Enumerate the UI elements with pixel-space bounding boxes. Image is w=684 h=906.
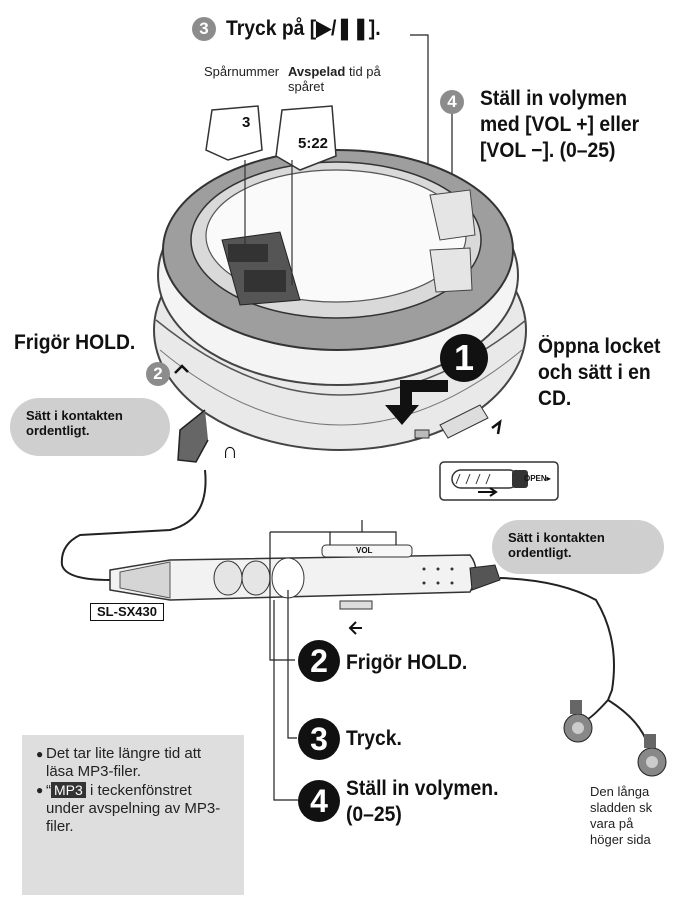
step-4-remote-line-1: Ställ in volymen.	[346, 777, 499, 800]
step-4-top-number: 4	[440, 90, 464, 114]
callout-right-line-2: ordentligt.	[508, 545, 572, 560]
earphone-note-line-1: Den långa	[590, 784, 650, 799]
elapsed-time-display: 5:22	[298, 135, 329, 152]
bullet-icon: ●	[36, 747, 44, 761]
step-1-line-1: Öppna locket	[538, 335, 661, 358]
step-2-left-number: 2	[146, 362, 170, 386]
track-number-label: Spårnummer	[204, 64, 280, 79]
bullet-icon: ●	[36, 783, 44, 797]
step-4-top-line-2: med [VOL +] eller	[480, 113, 640, 136]
callout-right-connector: Sätt i kontakten ordentligt.	[492, 520, 664, 574]
callout-left-line-2: ordentligt.	[26, 423, 90, 438]
remote-control	[109, 544, 501, 635]
step-1-line-3: CD.	[538, 387, 572, 410]
note-item-1-text: Det tar lite längre tid att läsa MP3-fil…	[46, 745, 202, 780]
open-lid-arrow	[385, 380, 448, 425]
step-3-remote-text: Tryck.	[346, 727, 402, 750]
elapsed-time-label-line2: spåret	[288, 79, 325, 94]
release-hold-left-text: Frigör HOLD.	[14, 331, 136, 354]
step-4-remote-text: Ställ in volymen. (0–25)	[346, 776, 498, 828]
note-item-1: ● Det tar lite längre tid att läsa MP3-f…	[36, 745, 232, 781]
open-switch-inset	[439, 461, 559, 501]
cd-player-body	[153, 149, 527, 451]
note-item-2-text: “MP3 i teckenfönstret under avspelning a…	[46, 781, 232, 836]
elapsed-time-label-bold: Avspelad	[288, 64, 346, 79]
remote-cable	[60, 409, 209, 581]
elapsed-time-label-rest: tid på	[345, 64, 381, 79]
headphone-icon: ∩	[222, 438, 238, 463]
step-3-remote-number: 3	[298, 718, 340, 760]
step-3-top-text: Tryck på [▶/❚❚].	[226, 17, 381, 40]
earphones	[499, 577, 667, 777]
elapsed-time-label: Avspelad tid på spåret	[288, 64, 408, 94]
leader-line-step3	[410, 34, 429, 195]
step-4-remote-line-2: (0–25)	[346, 803, 402, 826]
earphone-note: Den långa sladden sk vara på höger sida	[590, 784, 684, 848]
remote-model-label: SL-SX430	[90, 603, 164, 621]
mp3-indicator-tag: MP3	[51, 782, 86, 798]
note-item-2-quote: “	[46, 782, 51, 799]
step-1-number: 1	[440, 334, 488, 382]
open-switch-label: OPEN▸	[524, 474, 551, 483]
step-4-top-line-1: Ställ in volymen	[480, 87, 628, 110]
elapsed-time-callout	[275, 105, 337, 171]
note-item-2: ● “MP3 i teckenfönstret under avspelning…	[36, 781, 232, 836]
step-1-line-2: och sätt i en	[538, 361, 651, 384]
earphone-note-line-3: vara på	[590, 816, 634, 831]
track-number-display: 3	[242, 114, 251, 131]
remote-vol-label: VOL	[356, 546, 373, 555]
remote-leader-lines	[269, 520, 397, 801]
step-1-text: Öppna locket och sätt i en CD.	[538, 334, 660, 412]
earphone-note-line-2: sladden sk	[590, 800, 653, 815]
note-box: ● Det tar lite längre tid att läsa MP3-f…	[22, 735, 244, 895]
callout-right-line-1: Sätt i kontakten	[508, 530, 605, 545]
earphone-note-line-4: höger sida	[590, 832, 651, 847]
step-2-remote-number: 2	[298, 640, 340, 682]
step-4-top-text: Ställ in volymen med [VOL +] eller [VOL …	[480, 86, 639, 164]
step-4-remote-number: 4	[298, 780, 340, 822]
callout-left-line-1: Sätt i kontakten	[26, 408, 123, 423]
step-2-remote-text: Frigör HOLD.	[346, 651, 468, 674]
step-3-top-number: 3	[192, 17, 216, 41]
track-number-callout	[205, 105, 263, 161]
callout-left-connector: Sätt i kontakten ordentligt.	[10, 398, 170, 456]
step-4-top-line-3: [VOL −]. (0–25)	[480, 139, 616, 162]
note-item-2-rest: i teckenfönstret under avspelning av MP3…	[46, 782, 221, 835]
